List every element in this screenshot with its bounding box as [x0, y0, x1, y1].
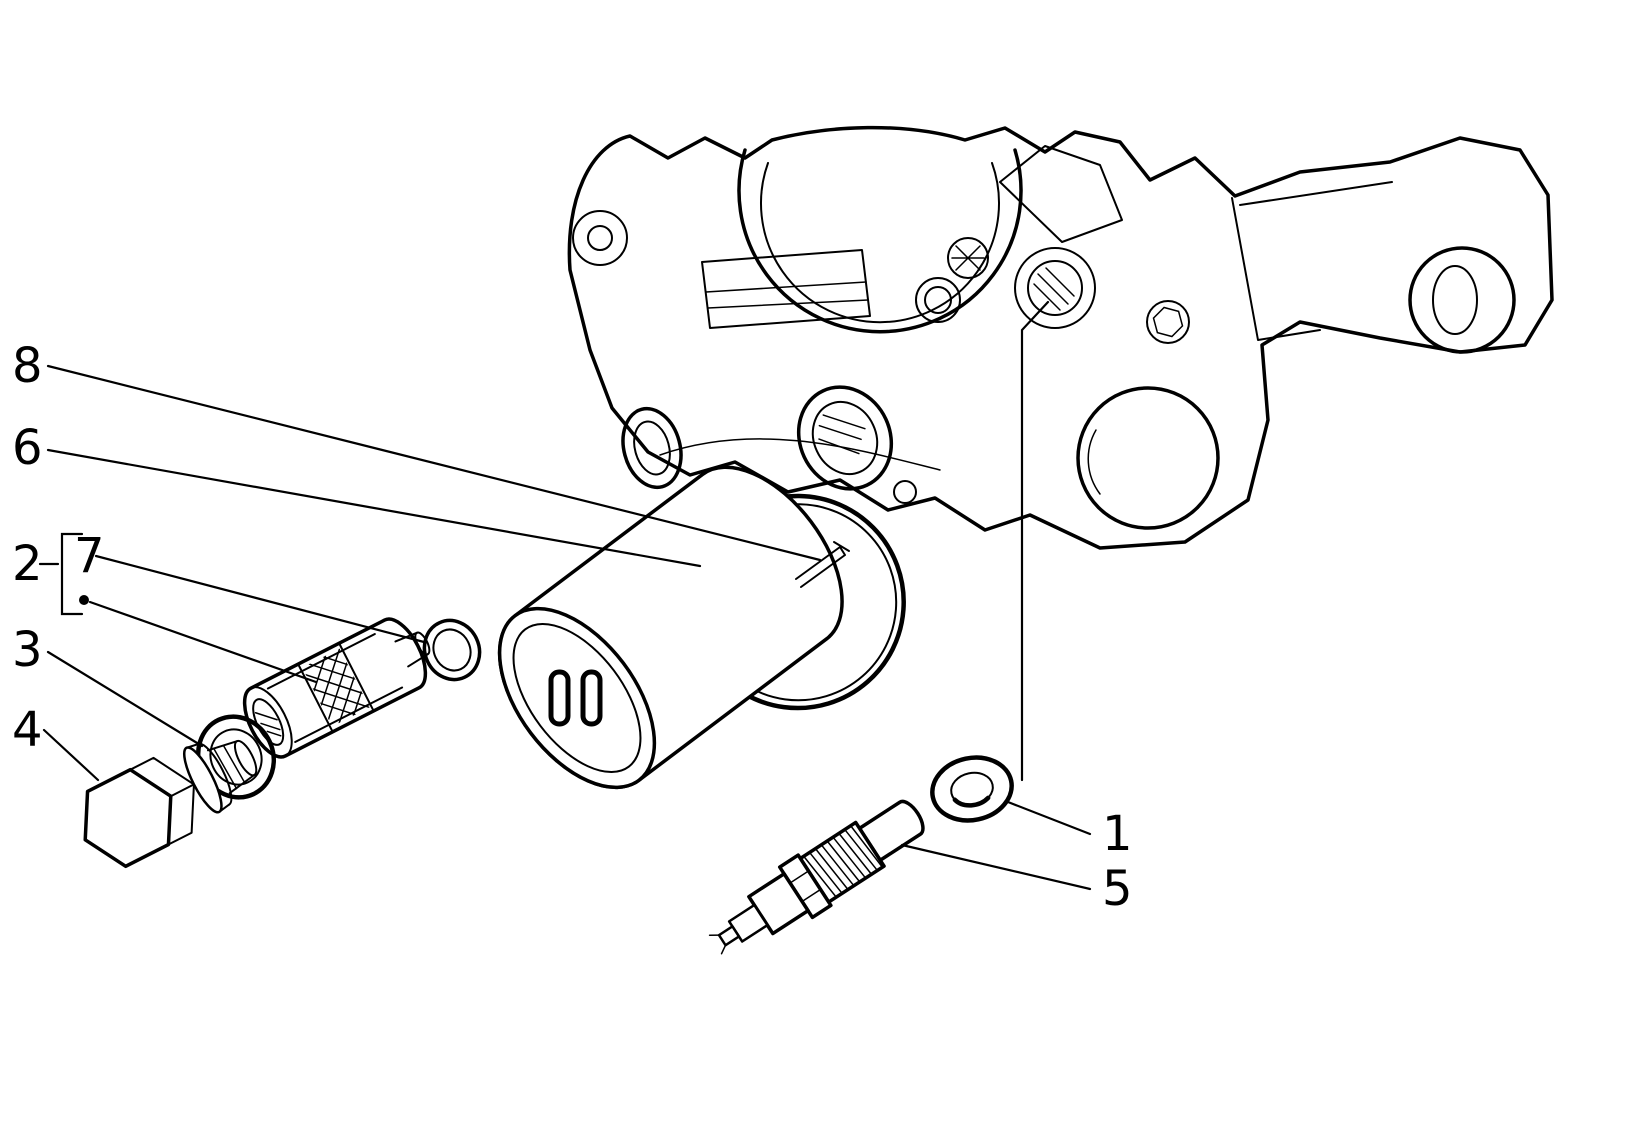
oil-strainer	[242, 617, 431, 759]
callout-label-3: 3	[12, 622, 43, 678]
drain-plug	[83, 739, 258, 869]
hex-bolt-icon	[1146, 300, 1190, 344]
filter-pin	[795, 541, 850, 588]
callout-bracket-2	[38, 532, 89, 616]
assembly-axis-line	[1020, 300, 1050, 782]
filter-face-slots	[548, 669, 603, 727]
callout-label-5: 5	[1102, 861, 1133, 917]
leader-line-6	[46, 448, 702, 568]
sensor-bore	[1014, 247, 1096, 329]
callout-label-6: 6	[12, 420, 43, 476]
engine-crankcase	[567, 125, 1554, 550]
secondary-bore	[621, 406, 683, 490]
leader-line-7	[94, 554, 426, 644]
callout-label-4: 4	[12, 702, 43, 758]
leader-line-4	[42, 728, 100, 782]
leader-line-8	[46, 364, 822, 562]
leader-line-3	[46, 650, 204, 748]
callout-label-8: 8	[12, 338, 43, 394]
leader-line-2-dot	[88, 600, 318, 684]
sealing-washer	[930, 755, 1014, 823]
o-ring-small	[422, 618, 482, 682]
screw-icon	[947, 237, 989, 279]
callout-label-1: 1	[1102, 806, 1133, 862]
oil-pressure-sensor	[708, 799, 925, 955]
callout-label-2: 2	[12, 536, 43, 592]
leader-line-1	[1006, 800, 1092, 836]
callout-label-7: 7	[74, 528, 105, 584]
leader-line-5	[900, 843, 1092, 891]
oil-filter	[497, 465, 844, 790]
